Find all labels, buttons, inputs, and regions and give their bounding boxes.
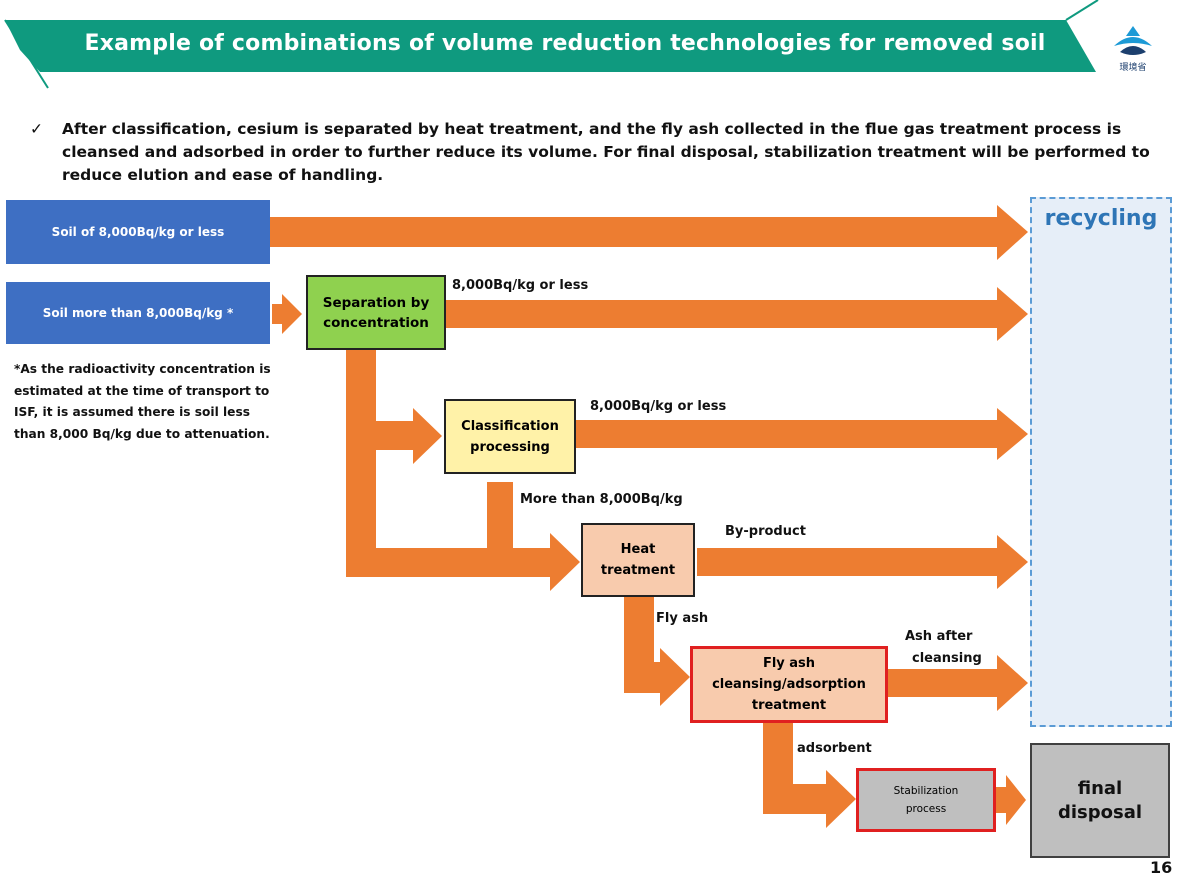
logo-caption: 環境省 (1119, 63, 1147, 73)
arrow-classification-to-recycling (576, 408, 1028, 460)
arrow-to-classification (376, 408, 442, 464)
arrow-to-flyash (624, 648, 690, 706)
input-soil-high-label: Soil more than 8,000Bq/kg * (42, 306, 234, 320)
arrow-soil-high-to-separation (272, 294, 302, 334)
recycling-label: recycling (1044, 206, 1158, 231)
page-number: 16 (1150, 858, 1173, 877)
arrow-heat-down (624, 597, 654, 678)
input-soil-low: Soil of 8,000Bq/kg or less (6, 200, 270, 264)
ministry-of-environment-logo (1114, 26, 1152, 55)
check-mark-icon: ✓ (30, 120, 43, 138)
arrow-classification-down (487, 482, 513, 548)
final-disposal-box: final disposal (1030, 743, 1170, 858)
process-heat-label: Heat treatment (600, 542, 676, 578)
arrow-separation-down (346, 350, 376, 577)
label-flyash-output-1: Ash after (905, 629, 973, 644)
description-text: After classification, cesium is separate… (62, 120, 1150, 184)
input-soil-low-label: Soil of 8,000Bq/kg or less (51, 225, 225, 239)
label-separation-output: 8,000Bq/kg or less (452, 278, 589, 293)
label-classification-output: 8,000Bq/kg or less (590, 399, 727, 414)
title-banner (4, 0, 1099, 89)
label-classification-down: More than 8,000Bq/kg (520, 492, 683, 507)
final-disposal-label: final disposal (1057, 777, 1143, 823)
arrow-heat-to-recycling (697, 535, 1028, 589)
process-separation: Separation by concentration (306, 275, 446, 350)
label-heat-down: Fly ash (656, 611, 709, 626)
input-soil-high: Soil more than 8,000Bq/kg * (6, 282, 270, 344)
process-heat: Heat treatment (581, 523, 695, 597)
page-title: Example of combinations of volume reduct… (84, 31, 1046, 56)
arrow-to-stabilization (763, 770, 856, 828)
label-flyash-output-2: cleansing (912, 651, 982, 666)
process-separation-label: Separation by concentration (322, 294, 430, 331)
process-stabilization-label: Stabilization process (893, 785, 959, 815)
arrow-stabilization-to-final (996, 775, 1026, 825)
process-classification: Classification processing (444, 399, 576, 474)
process-flyash-label: Fly ash cleansing/adsorption treatment (712, 656, 866, 713)
arrow-soil-low-to-recycling (270, 205, 1028, 260)
recycling-area (1030, 197, 1172, 727)
label-flyash-down: adsorbent (797, 741, 872, 756)
arrow-to-heat (346, 533, 580, 591)
process-classification-label: Classification processing (461, 418, 559, 455)
arrow-flyash-to-recycling (888, 655, 1028, 711)
arrow-separation-to-recycling (446, 287, 1028, 341)
process-stabilization: Stabilization process (856, 768, 996, 832)
label-heat-output: By-product (725, 524, 806, 539)
attenuation-note: *As the radioactivity concentration is e… (14, 362, 271, 441)
process-flyash: Fly ash cleansing/adsorption treatment (690, 646, 888, 723)
